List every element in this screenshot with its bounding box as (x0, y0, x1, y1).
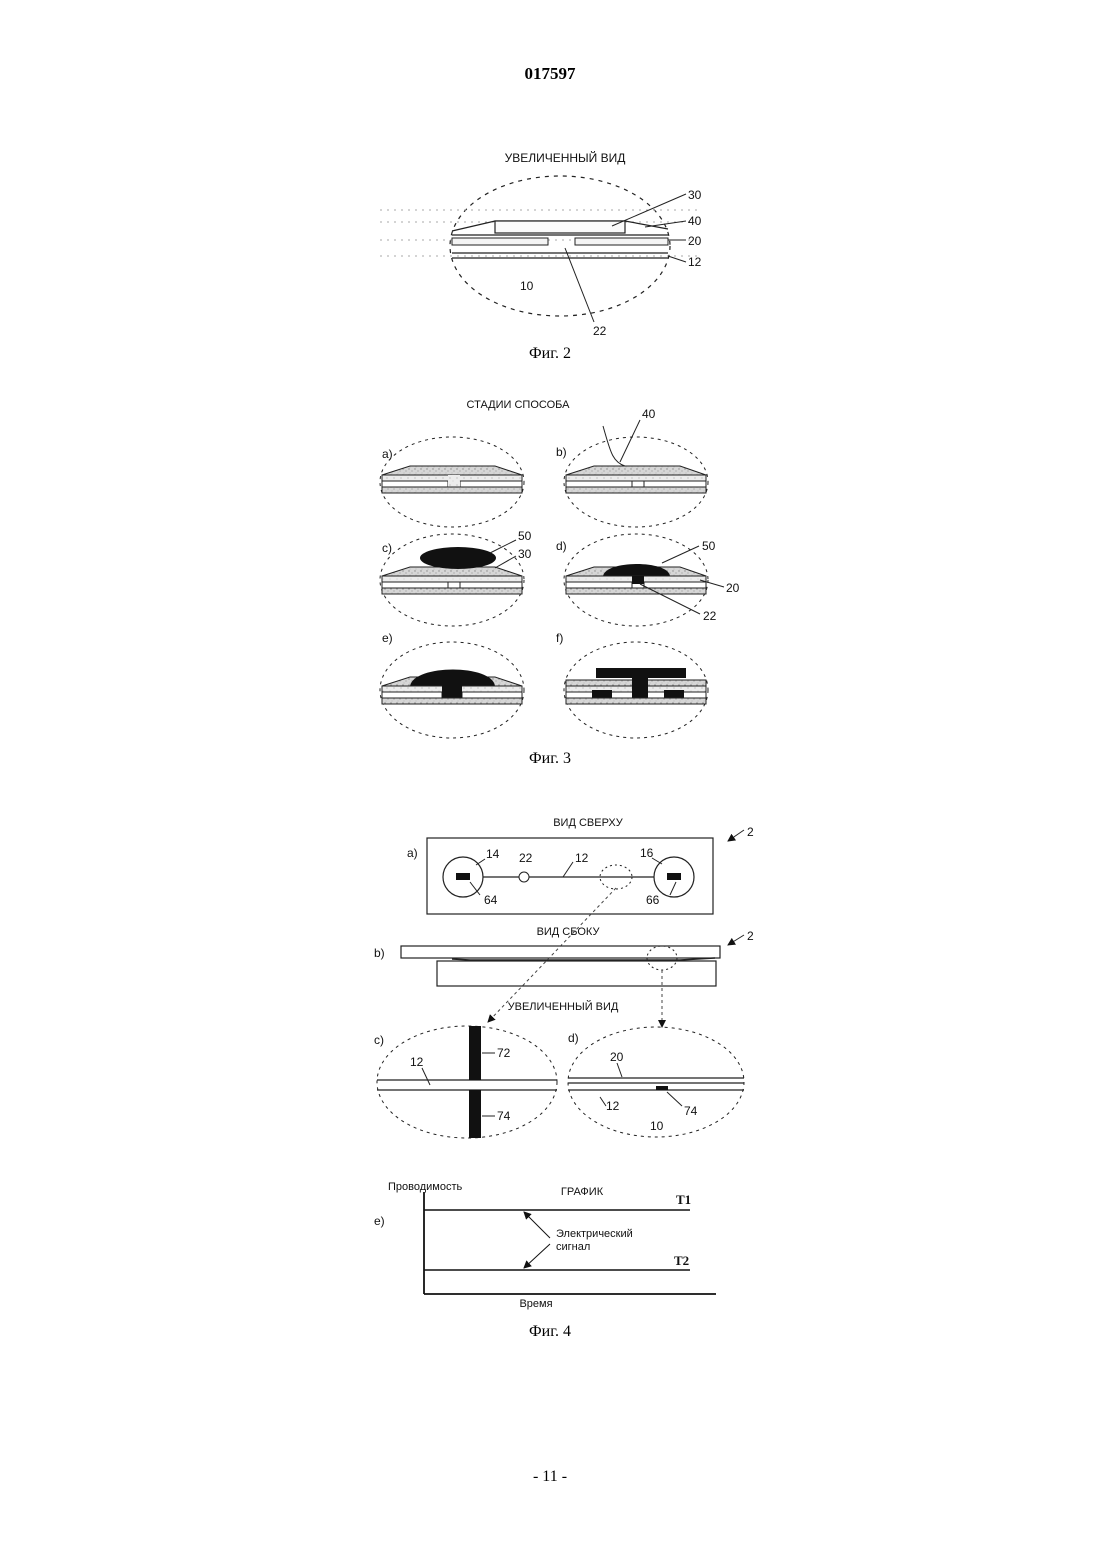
fig4-label-d12: 12 (606, 1099, 620, 1113)
fig4-graph-ylabel: Проводимость (388, 1181, 463, 1193)
fig4-panel-c-letter: c) (374, 1033, 384, 1047)
fig4-label-c74: 74 (497, 1109, 511, 1123)
fig3-droplet-d (603, 564, 670, 576)
fig4-label-c72: 72 (497, 1046, 511, 1060)
fig4-graph-t2-label: T2 (674, 1253, 689, 1268)
figure-3: СТАДИИ СПОСОБА a) b) (380, 399, 740, 738)
fig4-zoom-title: УВЕЛИЧЕННЫЙ ВИД (508, 1000, 619, 1013)
fig2-layer-20-left (452, 238, 548, 245)
fig4-label-a16: 16 (640, 846, 654, 860)
fig3-panel-f-letter: f) (556, 631, 563, 645)
fig3-filled-via-e (410, 670, 495, 687)
fig2-label-40: 40 (688, 214, 702, 228)
fig4-graph: Проводимость ГРАФИК e) T1 T2 Электрическ… (374, 1181, 716, 1310)
fig2-zoom-ellipse (450, 176, 670, 316)
fig4-top-view-chip (427, 838, 713, 914)
fig2-label-12: 12 (688, 255, 702, 269)
fig3-caption: Фиг. 3 (0, 750, 1100, 768)
fig3-panel-b: b) 40 (556, 407, 708, 527)
fig4-panel-e-letter: e) (374, 1214, 385, 1228)
fig4-graph-title: ГРАФИК (561, 1186, 604, 1198)
fig4-zoom-d: d) 20 12 74 10 (568, 1027, 744, 1137)
fig2-layer-30 (495, 221, 625, 233)
fig3-label-d22: 22 (703, 609, 717, 623)
fig3-label-c50: 50 (518, 529, 532, 543)
fig4-ref-2a: 2 (747, 825, 754, 839)
fig3-title: СТАДИИ СПОСОБА (467, 399, 571, 411)
fig2-title: УВЕЛИЧЕННЫЙ ВИД (505, 150, 626, 165)
fig4-electrode-74 (469, 1090, 481, 1138)
fig4-panel-b-letter: b) (374, 946, 385, 960)
fig2-label-20: 20 (688, 234, 702, 248)
fig3-panel-e: e) (380, 631, 524, 738)
fig4-zoom-c: c) 12 72 74 (374, 1026, 557, 1138)
fig4-label-a66: 66 (646, 893, 660, 907)
fig4-side-view-title: ВИД СБОКУ (537, 926, 601, 938)
fig3-panel-d: d) 50 20 22 (556, 534, 740, 626)
fig3-label-c30: 30 (518, 547, 532, 561)
fig4-caption: Фиг. 4 (0, 1323, 1100, 1341)
fig3-label-d20: 20 (726, 581, 740, 595)
fig3-panel-a: a) (380, 437, 524, 527)
fig4-electrode-74-side (656, 1086, 668, 1090)
fig3-label-d50: 50 (702, 539, 716, 553)
fig4-label-d10: 10 (650, 1119, 664, 1133)
fig3-droplet-50 (420, 547, 496, 569)
fig2-label-22: 22 (593, 324, 607, 338)
fig4-label-d74: 74 (684, 1104, 698, 1118)
fig3-panel-b-letter: b) (556, 445, 567, 459)
fig4-ref-2b: 2 (747, 929, 754, 943)
fig4-graph-annotation-2: сигнал (556, 1241, 590, 1253)
fig3-panel-c-letter: c) (382, 541, 392, 555)
fig4-top-view-title: ВИД СВЕРХУ (553, 817, 624, 829)
fig3-panel-f: f) (556, 631, 708, 738)
fig4-graph-annotation-1: Электрический (556, 1228, 633, 1240)
fig4-panel-d-letter: d) (568, 1031, 579, 1045)
fig4-label-a64: 64 (484, 893, 498, 907)
fig4-side-view-chip (401, 946, 720, 986)
fig3-panel-c: c) 50 30 (380, 529, 532, 626)
fig3-panel-a-letter: a) (382, 447, 393, 461)
fig4-graph-xlabel: Время (519, 1298, 552, 1310)
fig3-panel-d-letter: d) (556, 539, 567, 553)
fig4-label-d20: 20 (610, 1050, 624, 1064)
fig4-graph-t1-label: T1 (676, 1192, 691, 1207)
figure-2: УВЕЛИЧЕННЫЙ ВИД (380, 150, 702, 338)
fig2-caption: Фиг. 2 (0, 345, 1100, 363)
fig2-layer-20-right (575, 238, 668, 245)
fig4-label-a22: 22 (519, 851, 533, 865)
fig4-electrode-72 (469, 1026, 481, 1080)
fig4-panel-a-letter: a) (407, 846, 418, 860)
fig4-label-c12: 12 (410, 1055, 424, 1069)
figure-4: ВИД СВЕРХУ 2 a) 14 22 12 1 (374, 817, 754, 1310)
fig4-label-a14: 14 (486, 847, 500, 861)
page-number: - 11 - (0, 1468, 1100, 1486)
fig2-label-30: 30 (688, 188, 702, 202)
fig2-label-10: 10 (520, 279, 534, 293)
fig3-label-b40: 40 (642, 407, 656, 421)
fig3-panel-e-letter: e) (382, 631, 393, 645)
fig4-label-a12: 12 (575, 851, 589, 865)
